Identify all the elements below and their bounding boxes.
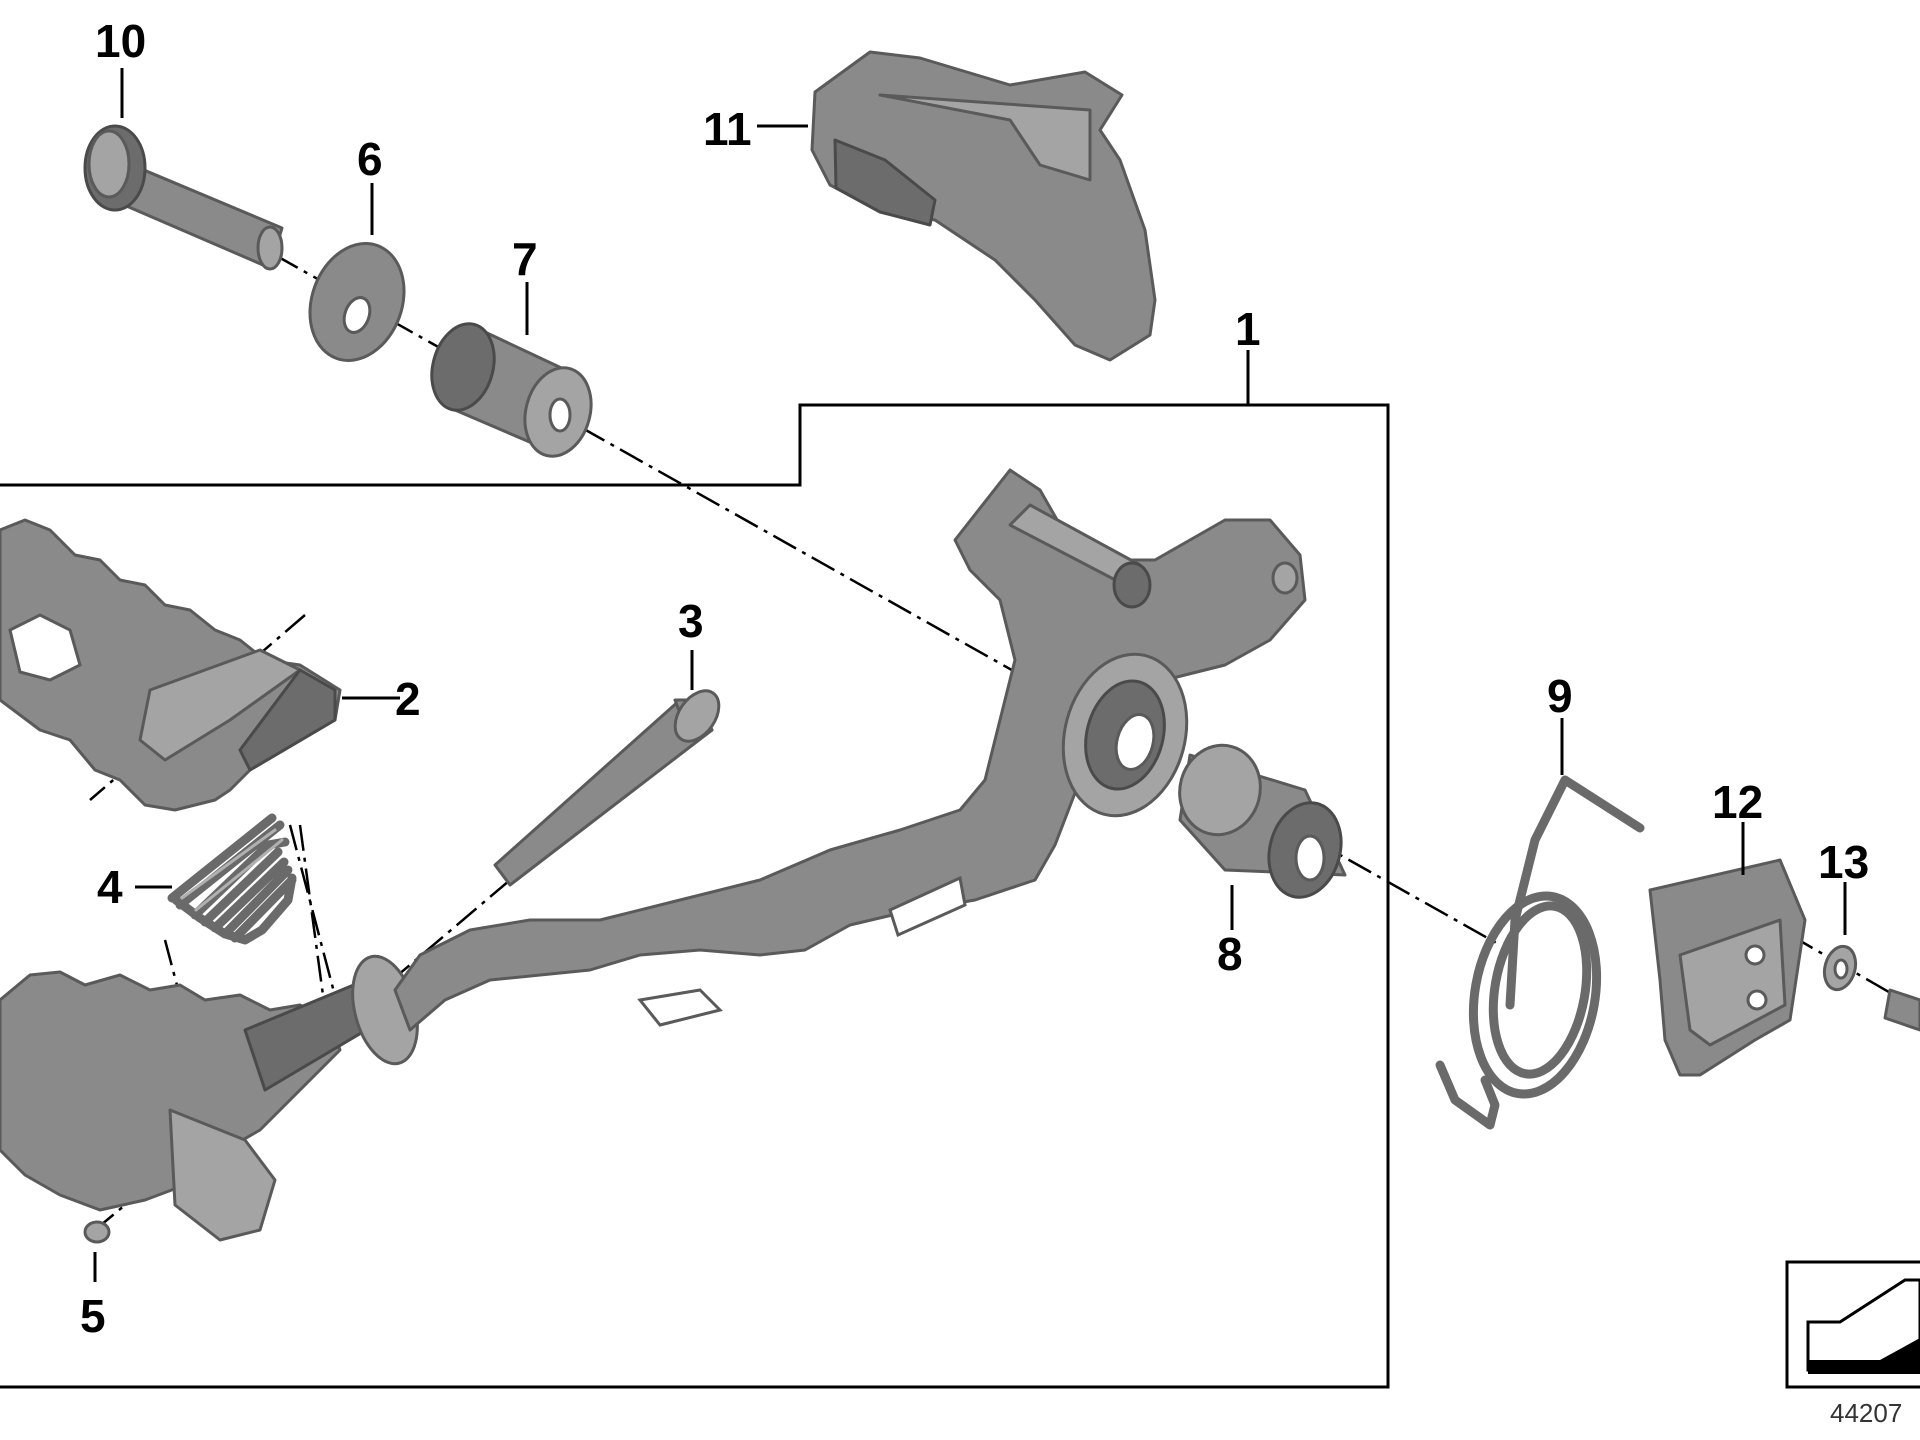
axis-line-right: [1789, 933, 1920, 1012]
cover-part-11: [810, 50, 1157, 362]
spring-part-9: [1435, 775, 1645, 1130]
assembly-frame: [0, 403, 1390, 1389]
callout-2: 2: [395, 673, 421, 725]
figure-number: 44207: [1830, 1398, 1902, 1428]
bracket-part-12: [1648, 858, 1807, 1077]
bushing-part-8: [1178, 743, 1347, 899]
pin-part-3: [493, 689, 721, 887]
callout-5: 5: [80, 1290, 106, 1342]
callout-12: 12: [1712, 776, 1763, 828]
washer-part-6: [308, 242, 406, 362]
callout-4: 4: [97, 861, 123, 913]
callout-9: 9: [1547, 670, 1573, 722]
lower-footrest: [0, 954, 419, 1242]
leader-lines: [93, 68, 1847, 1282]
callout-10: 10: [95, 15, 146, 67]
callout-13: 13: [1818, 836, 1869, 888]
washer-part-13: [1822, 944, 1858, 992]
clip-part-5: [83, 1220, 111, 1244]
callout-3: 3: [678, 595, 704, 647]
spring-part-4: [167, 813, 297, 945]
callout-11: 11: [703, 103, 752, 155]
callout-7: 7: [512, 233, 538, 285]
bolt-part-10: [83, 124, 284, 271]
callout-8: 8: [1217, 928, 1243, 980]
callout-1: 1: [1235, 303, 1261, 355]
bushing-part-7: [430, 322, 593, 458]
bolt-right-edge: [1883, 988, 1920, 1032]
brake-lever-part-1: [393, 468, 1307, 1032]
orientation-symbol-box: [1785, 1260, 1920, 1389]
footrest-part-2: [0, 518, 342, 812]
callout-6: 6: [357, 133, 383, 185]
